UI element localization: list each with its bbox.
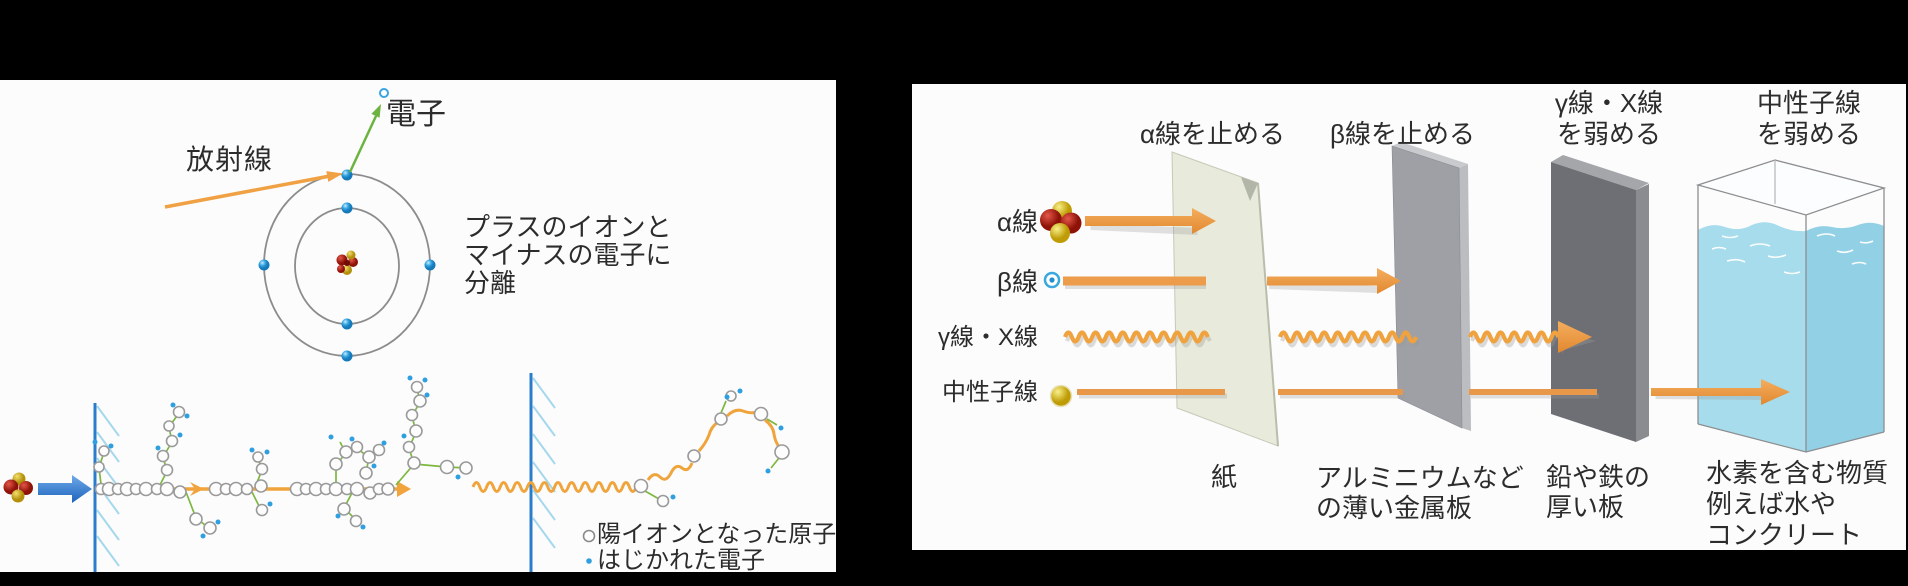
paper-fold-corner [1241,177,1258,201]
atom-diagram [164,88,436,362]
nucleus [336,250,358,275]
orbit-electrons [258,169,436,362]
gamma-ray [1063,321,1596,354]
ray-label-beta: β線 [997,267,1038,297]
water-highlights [1711,233,1874,275]
alpha-ray [1040,201,1216,243]
aluminum-barrier [1391,142,1471,431]
header-alpha-stop: α線を止める [1140,119,1286,149]
ejected-electron-arrow [348,104,381,173]
legend-ion-label: 陽イオンとなった原子 [597,521,837,548]
tank-edges [1697,185,1885,453]
shielding-graphics [1040,142,1887,453]
ray-label-neutron: 中性子線 [942,379,1038,406]
separation-caption: プラスのイオンと マイナスの電子に 分離 [464,212,672,298]
ionized-atoms [93,380,473,535]
alpha-track [3,375,473,572]
ray-label-alpha: α線 [996,207,1038,237]
legend-ion-icon [582,529,596,543]
legend-electron-label: はじかれた電子 [597,547,765,574]
beta-ray [1043,268,1401,294]
water-front-right [1806,222,1884,452]
legend-electron-icon [586,558,592,564]
paper-barrier [1171,151,1279,447]
target-wall-2 [529,373,556,572]
gamma-electrons [670,388,784,500]
electron-label: 電子 [386,98,446,131]
ionization-graphics [3,88,790,572]
impact-arrow [38,475,92,503]
gamma-track [471,373,790,572]
radiation-label: 放射線 [186,144,274,175]
radiation-arrow [164,171,343,209]
free-electron-icon [379,88,389,98]
shielding-panel: α線を止める β線を止める γ線・X線 を弱める 中性子線 を弱める α線 β線… [912,84,1906,550]
gamma-wave-icon [1063,330,1561,344]
knocked-electrons [92,375,461,539]
caption-paper: 紙 [1210,462,1237,492]
water-tank [1695,159,1887,453]
header-neutron-weaken: 中性子線 を弱める [1756,88,1861,149]
ray-label-gamma: γ線・X線 [937,324,1038,351]
gamma-wave-path [471,408,782,493]
gamma-ion-atoms [633,390,790,508]
lead-barrier [1551,155,1649,442]
gamma-branches [644,400,780,500]
neutron-particle-icon [1049,384,1073,408]
caption-water: 水素を含む物質 例えば水や コンクリート [1706,458,1889,550]
neutron-ray [1049,379,1790,408]
alpha-particle-icon [1040,201,1082,243]
caption-aluminum: アルミニウムなど の薄い金属板 [1316,463,1524,523]
alpha-particle-icon [3,472,33,503]
header-beta-stop: β線を止める [1330,119,1475,149]
caption-lead: 鉛や鉄の 厚い板 [1546,462,1651,522]
header-gamma-weaken: γ線・X線 を弱める [1554,88,1664,149]
ionization-panel: 放射線 電子 プラスのイオンと マイナスの電子に 分離 陽イオンとなった原子 は… [0,80,837,574]
water-front-left [1698,222,1806,452]
